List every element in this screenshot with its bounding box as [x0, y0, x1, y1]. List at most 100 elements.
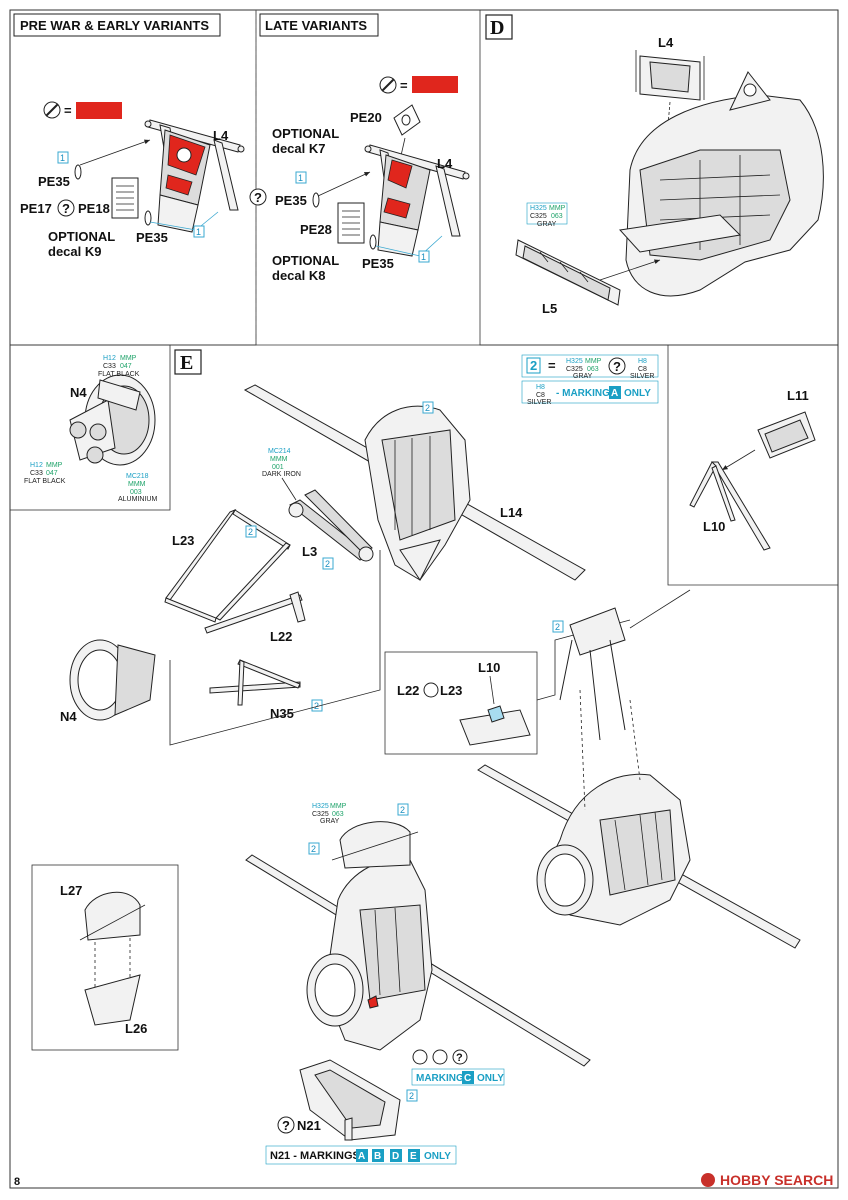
svg-text:MARKING: MARKING	[416, 1073, 464, 1084]
n4-inset: N4 H12 MMP C33 047 FLAT BLACK H12 MMP C3…	[9, 344, 171, 511]
page-frame	[9, 9, 839, 1189]
svg-text:MC214: MC214	[268, 448, 291, 455]
n21-part	[299, 1059, 401, 1141]
n21-markings-row: N21 - MARKINGS A B D E ONLY	[265, 1145, 457, 1165]
svg-text:E: E	[410, 1151, 417, 1162]
svg-text:MMM: MMM	[270, 456, 288, 463]
svg-text:FLAT BLACK: FLAT BLACK	[98, 371, 140, 378]
svg-text:N21 - MARKINGS: N21 - MARKINGS	[270, 1150, 360, 1162]
detail-inset-l10: L10 L22 L23	[384, 619, 631, 755]
svg-text:H325: H325	[312, 803, 329, 810]
svg-text:C: C	[464, 1073, 471, 1084]
label-optional-k7-a: OPTIONAL	[272, 126, 339, 141]
svg-text:- MARKING: - MARKING	[556, 388, 610, 399]
svg-text:H12: H12	[103, 355, 116, 362]
red-swatch	[412, 76, 458, 93]
svg-text:C325: C325	[530, 213, 547, 220]
svg-text:2: 2	[530, 358, 537, 373]
svg-text:H12: H12	[30, 462, 43, 469]
n35-part	[209, 659, 301, 706]
marking-c-row: ? MARKING C ONLY	[411, 1049, 505, 1086]
l23-part	[164, 508, 291, 623]
svg-text:?: ?	[613, 359, 621, 374]
svg-text:1: 1	[196, 227, 201, 237]
watermark: HOBBY SEARCH	[701, 1172, 833, 1188]
label-pe20: PE20	[350, 110, 382, 125]
svg-text:GRAY: GRAY	[537, 221, 557, 228]
svg-text:?: ?	[254, 190, 262, 205]
svg-text:063: 063	[551, 213, 563, 220]
label-pe35-late-a: PE35	[275, 193, 307, 208]
svg-text:MC218: MC218	[126, 473, 149, 480]
svg-text:=: =	[548, 358, 556, 373]
svg-text:2: 2	[400, 805, 405, 815]
label-optional-k9-a: OPTIONAL	[48, 229, 115, 244]
label-l4-early: L4	[213, 128, 229, 143]
label-pe35-early-b: PE35	[136, 230, 168, 245]
svg-text:2: 2	[325, 559, 330, 569]
svg-text:047: 047	[120, 363, 132, 370]
svg-text:ONLY: ONLY	[477, 1073, 504, 1084]
label-l23: L23	[172, 533, 194, 548]
svg-text:?: ?	[62, 201, 70, 216]
svg-text:047: 047	[46, 470, 58, 477]
question-icon	[608, 357, 626, 375]
label-optional-k9-b: decal K9	[48, 244, 101, 259]
svg-text:2: 2	[555, 622, 560, 632]
label-optional-k8-b: decal K8	[272, 268, 325, 283]
pre-war-header-box	[13, 13, 221, 37]
label-pe35-late-b: PE35	[362, 256, 394, 271]
svg-text:MMP: MMP	[46, 462, 63, 469]
question-icon	[57, 199, 75, 217]
label-l11: L11	[787, 388, 809, 403]
svg-text:ONLY: ONLY	[424, 1151, 451, 1162]
svg-text:A: A	[611, 388, 618, 399]
label-n4-e: N4	[60, 709, 77, 724]
label-pe18: PE18	[78, 201, 110, 216]
svg-text:H8: H8	[536, 384, 545, 391]
label-l14: L14	[500, 505, 523, 520]
label-l10: L10	[703, 519, 725, 534]
svg-text:2: 2	[425, 403, 430, 413]
top-cowl-part	[331, 821, 419, 869]
brush-icon	[412, 1049, 428, 1065]
paint-tag-l3: MC214 MMM 001 DARK IRON	[262, 448, 301, 478]
svg-text:1: 1	[60, 153, 65, 163]
svg-text:GRAY: GRAY	[320, 818, 340, 825]
label-n21: N21	[297, 1118, 321, 1133]
svg-text:1: 1	[298, 173, 303, 183]
svg-text:MMM: MMM	[128, 481, 146, 488]
svg-text:2: 2	[311, 844, 316, 854]
glue-icon	[423, 682, 439, 698]
svg-text:001: 001	[272, 464, 284, 471]
svg-text:D: D	[392, 1151, 399, 1162]
svg-text:2: 2	[409, 1091, 414, 1101]
label-l4-late: L4	[437, 156, 453, 171]
fuselage-frame-d	[619, 71, 824, 297]
svg-text:?: ?	[282, 1118, 290, 1133]
svg-text:=: =	[400, 78, 408, 93]
l4-part-d	[635, 50, 705, 101]
svg-text:C8: C8	[638, 366, 647, 373]
svg-text:H8: H8	[638, 358, 647, 365]
svg-text:C325: C325	[312, 811, 329, 818]
svg-text:DARK IRON: DARK IRON	[262, 471, 301, 478]
label-n4-inset: N4	[70, 385, 87, 400]
legend-box: 2 = H325 MMP C325 063 GRAY ? H8 C8 SILVE…	[521, 354, 659, 406]
label-l26: L26	[125, 1021, 147, 1036]
svg-text:MMP: MMP	[120, 355, 137, 362]
n4-engine-part	[69, 374, 156, 466]
paint-tag-top-cowl: H325 MMP C325 063 GRAY	[312, 803, 347, 825]
label-l3: L3	[302, 544, 317, 559]
label-l22: L22	[270, 629, 292, 644]
l3-part	[288, 489, 374, 562]
svg-text:GRAY: GRAY	[573, 373, 593, 380]
svg-text:C325: C325	[566, 366, 583, 373]
paint-tag-n4-top: H12 MMP C33 047 FLAT BLACK	[98, 355, 140, 378]
paint-tag-d: H325 MMP C325 063 GRAY	[526, 202, 568, 228]
svg-text:SILVER: SILVER	[630, 373, 654, 380]
label-detail-l22: L22	[397, 683, 419, 698]
label-optional-k8-a: OPTIONAL	[272, 253, 339, 268]
svg-text:MMP: MMP	[549, 205, 566, 212]
